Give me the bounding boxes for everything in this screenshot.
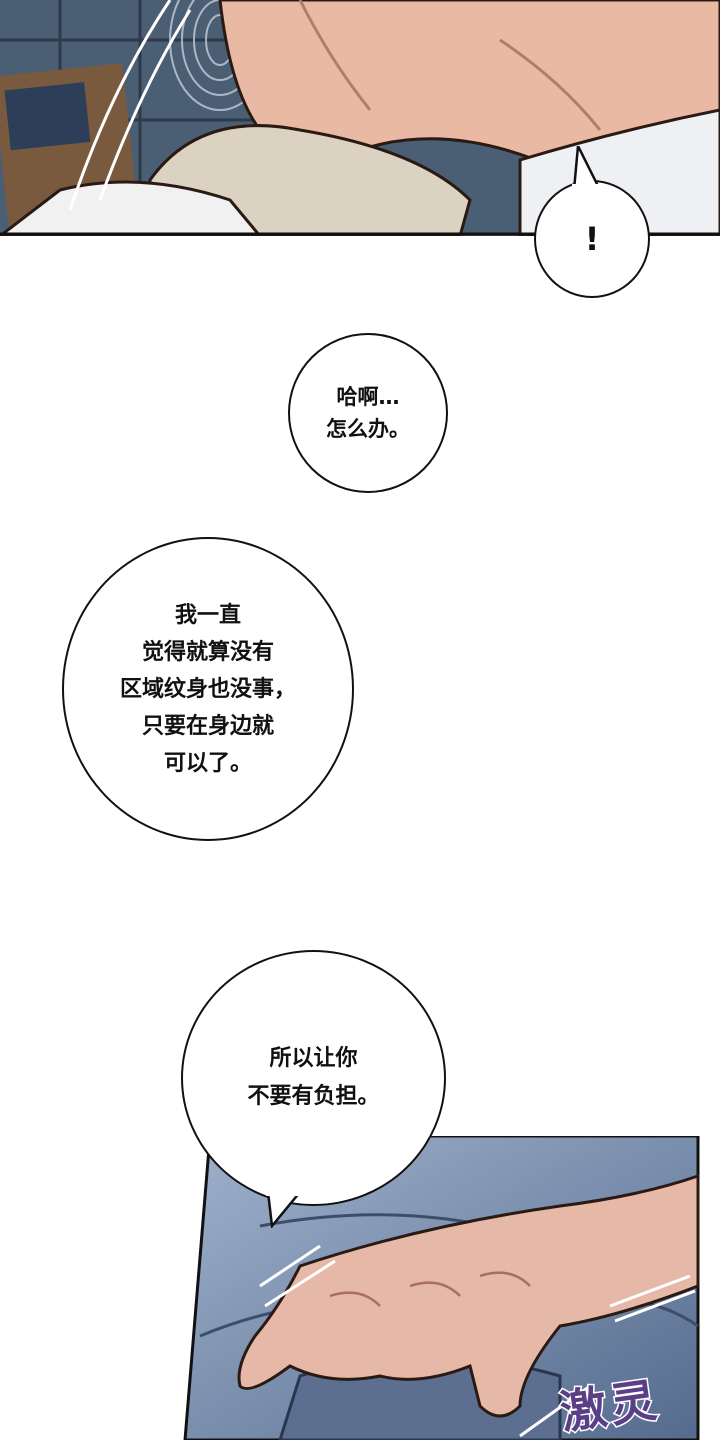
top-panel-art — [0, 0, 720, 236]
bubble-tail-burden — [266, 1192, 302, 1228]
top-panel — [0, 0, 720, 236]
bubble-text: 我一直 觉得就算没有 区域纹身也没事， 只要在身边就 可以了。 — [119, 602, 296, 776]
speech-bubble-burden: 所以让你 不要有负担。 — [181, 950, 446, 1206]
speech-bubble-sigh: 哈啊… 怎么办。 — [288, 333, 448, 493]
speech-bubble-exclaim: ! — [534, 180, 650, 298]
speech-bubble-confession: 我一直 觉得就算没有 区域纹身也没事， 只要在身边就 可以了。 — [62, 537, 354, 841]
bubble-text: ! — [584, 220, 600, 258]
bubble-text: 哈啊… 怎么办。 — [326, 385, 410, 441]
bottom-panel — [0, 1136, 720, 1440]
bubble-tail-exclaim — [572, 146, 602, 190]
bottom-panel-art — [183, 1136, 700, 1440]
sound-effect: 激灵 — [556, 1371, 666, 1441]
bubble-text: 所以让你 不要有负担。 — [247, 1046, 380, 1109]
